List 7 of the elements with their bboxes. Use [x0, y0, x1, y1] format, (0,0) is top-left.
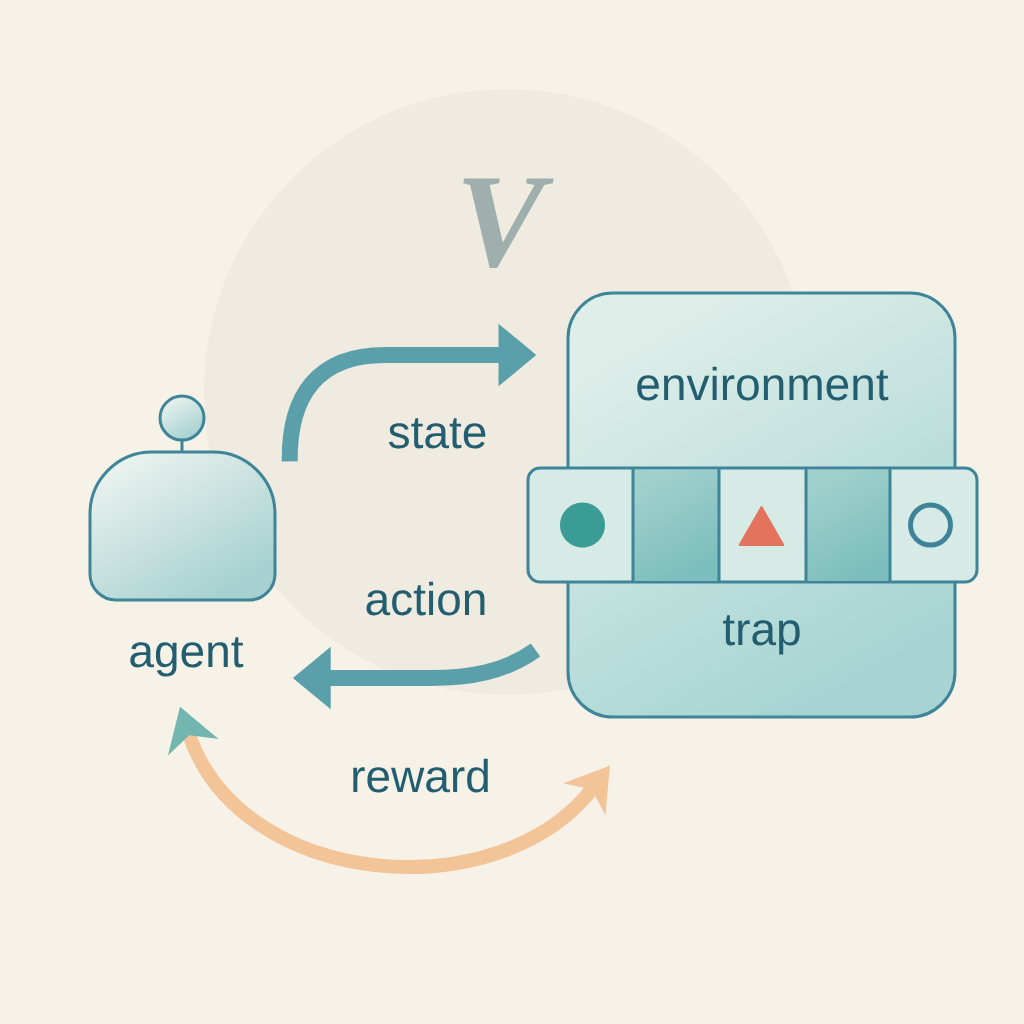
edge-label: state: [388, 418, 486, 449]
node-label: agent: [130, 637, 244, 677]
math-symbol: V: [463, 178, 554, 269]
node-label: environment: [637, 366, 889, 401]
edge-label: reward: [353, 758, 488, 793]
edge-label: action: [366, 581, 485, 616]
node-label: trap: [723, 615, 800, 655]
